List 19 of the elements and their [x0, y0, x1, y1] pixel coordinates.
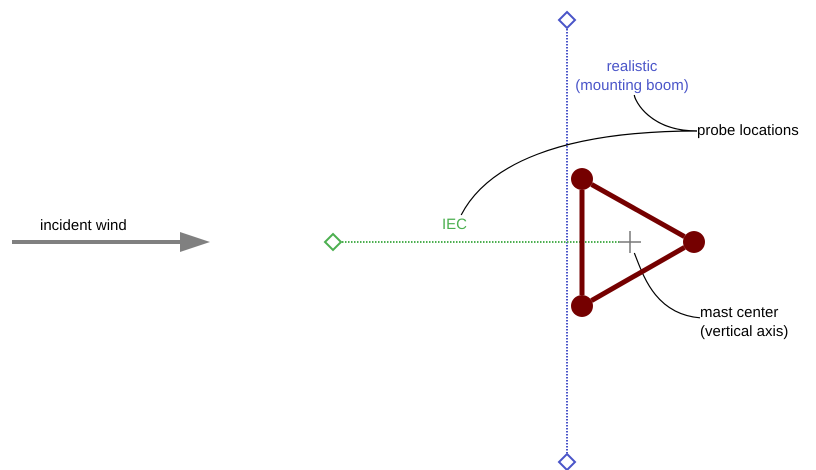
mast-frame-line [590, 245, 686, 303]
center-mark [619, 231, 641, 253]
probe-line [342, 241, 619, 243]
probe-line [566, 29, 568, 453]
probe-label: realistic (mounting boom) [573, 57, 691, 95]
mast-frame-line [590, 182, 686, 239]
probe-diamond [558, 453, 576, 470]
wind-label: incident wind [40, 216, 127, 235]
mast-frame-line [580, 190, 584, 295]
callout-label: mast center (vertical axis) [700, 303, 800, 341]
probe-diamond [558, 11, 576, 29]
mast-leg [571, 295, 593, 317]
leader-line [634, 252, 700, 318]
mast-leg [683, 231, 705, 253]
leader-line [460, 130, 698, 216]
probe-diamond [324, 233, 342, 251]
callout-label: probe locations [697, 121, 816, 140]
probe-label: IEC [442, 215, 470, 234]
mast-leg [571, 168, 593, 190]
